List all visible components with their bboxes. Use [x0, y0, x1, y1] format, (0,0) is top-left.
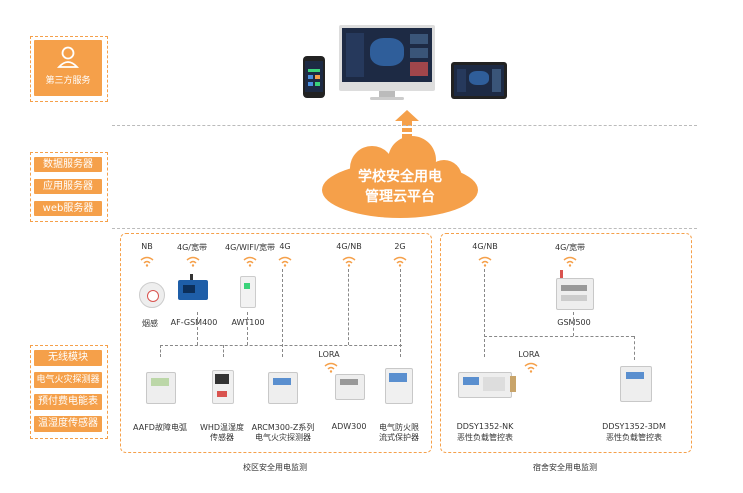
campus-drop [223, 345, 224, 357]
net-4g-nb: 4G/NB [336, 242, 362, 251]
awt100-device [240, 276, 256, 308]
lora-wifi-icon [524, 362, 538, 373]
net-4g: 4G [279, 242, 291, 251]
net-2g: 2G [394, 242, 406, 251]
dorm-frame [440, 233, 692, 453]
cloud-title-line2: 管理云平台 [365, 189, 435, 205]
cloud-title-line1: 学校安全用电 [358, 169, 442, 185]
campus-lora-label: LORA [318, 350, 340, 359]
dorm-bus-line [484, 336, 634, 337]
third-party-frame [30, 36, 108, 102]
ddsy1352-nk-label-2: 恶性负载管控表 [457, 433, 513, 442]
campus-drop [282, 269, 283, 357]
campus-drop [247, 312, 248, 345]
wifi-icon [243, 256, 257, 267]
arcm300-label-1: ARCM300-Z系列 [251, 423, 315, 432]
phone-device [303, 56, 325, 98]
dorm-net-4g-nb: 4G/NB [472, 242, 498, 251]
campus-drop [197, 312, 198, 345]
monitor-stand [379, 91, 395, 97]
campus-drop [400, 269, 401, 357]
ddsy1352-nk-rail [510, 376, 516, 392]
campus-drop [160, 345, 161, 357]
aafd-label-1: AAFD故障电弧 [133, 423, 187, 432]
af-gsm400-antenna [190, 274, 193, 280]
campus-bus-line [160, 345, 402, 346]
fire-limiter-label-1: 电气防火限 [379, 423, 419, 432]
separator-mid [112, 228, 697, 229]
gsm500-label: GSM500 [557, 318, 591, 327]
arcm300-label-2: 电气火灾探测器 [255, 433, 311, 442]
campus-footer: 校区安全用电监测 [243, 463, 307, 472]
fire-limiter-device [385, 368, 413, 404]
server-web[interactable]: web服务器 [34, 201, 102, 216]
wifi-icon [393, 256, 407, 267]
ddsy1352-3dm-label-2: 恶性负载管控表 [606, 433, 662, 442]
separator-top [112, 125, 697, 126]
monitor-base [370, 97, 404, 100]
campus-frame [120, 233, 432, 453]
dorm-drop [484, 269, 485, 357]
aafd-device [146, 372, 176, 404]
dorm-net-4g-broadband: 4G/宽带 [555, 243, 585, 252]
arcm300-device [268, 372, 298, 404]
module-temp-humidity[interactable]: 温湿度传感器 [34, 416, 102, 432]
whd-label-2: 传感器 [210, 433, 234, 442]
server-data[interactable]: 数据服务器 [34, 157, 102, 172]
dorm-drop [573, 312, 574, 336]
ddsy1352-3dm-label-1: DDSY1352-3DM [602, 422, 666, 431]
cloud-shape [322, 136, 478, 218]
server-frame [30, 152, 108, 222]
awt100-label: AWT100 [231, 318, 265, 327]
adw300-label-1: ADW300 [331, 422, 367, 431]
af-gsm400-label: AF-GSM400 [170, 318, 218, 327]
dorm-lora-label: LORA [518, 350, 540, 359]
campus-drop [348, 269, 349, 345]
fire-limiter-label-2: 流式保护器 [379, 433, 419, 442]
whd-label-1: WHD温湿度 [199, 423, 245, 432]
module-frame [30, 345, 108, 439]
net-4g-wifi-broadband: 4G/WIFI/宽带 [225, 243, 275, 252]
wifi-icon [186, 256, 200, 267]
module-prepaid-meter[interactable]: 预付费电能表 [34, 394, 102, 410]
monitor-device [339, 25, 435, 91]
third-party-box[interactable]: 第三方服务 [34, 40, 102, 96]
af-gsm400-device [178, 280, 208, 300]
adw300-device [335, 374, 365, 400]
wifi-icon [342, 256, 356, 267]
tablet-device [451, 62, 507, 99]
module-wireless[interactable]: 无线模块 [34, 350, 102, 366]
upload-arrow-icon [395, 110, 419, 142]
lora-wifi-icon [324, 362, 338, 373]
ddsy1352-3dm-device [620, 366, 652, 402]
smoke-detector-label: 烟感 [142, 319, 158, 328]
whd-device [212, 370, 234, 404]
ddsy1352-nk-label-1: DDSY1352-NK [456, 422, 514, 431]
wifi-icon [278, 256, 292, 267]
ddsy1352-nk-device [458, 372, 512, 398]
wifi-icon [478, 256, 492, 267]
dorm-drop [634, 336, 635, 360]
third-party-label: 第三方服务 [45, 76, 91, 86]
net-nb: NB [141, 242, 153, 251]
gsm500-device [556, 278, 594, 310]
server-app[interactable]: 应用服务器 [34, 179, 102, 194]
user-icon [56, 46, 80, 68]
wifi-icon [563, 256, 577, 267]
net-4g-broadband: 4G/宽带 [177, 243, 207, 252]
gsm500-antenna [560, 270, 563, 278]
module-fire-detector[interactable]: 电气火灾探测器 [34, 372, 102, 388]
dorm-footer: 宿舍安全用电监测 [533, 463, 597, 472]
smoke-detector-device [139, 282, 165, 308]
wifi-icon [140, 256, 154, 267]
